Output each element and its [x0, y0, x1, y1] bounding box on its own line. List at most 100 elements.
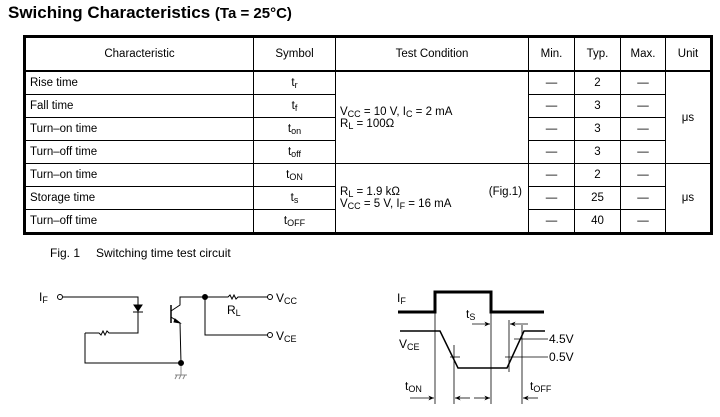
symbol-cell: tf [253, 94, 336, 118]
if-label: IF [39, 290, 48, 305]
cond-text: R [340, 186, 349, 198]
characteristic-cell: Turn–off time [24, 209, 254, 234]
table-header-row: Characteristic Symbol Test Condition Min… [24, 36, 712, 72]
max-cell: — [620, 94, 666, 118]
symbol-base: t [287, 146, 292, 158]
min-cell: — [528, 70, 575, 95]
wire [204, 297, 268, 336]
cond-text: = 5 V, I [360, 198, 400, 210]
cond-sub: CC [347, 201, 361, 211]
characteristic-cell: Fall time [24, 94, 254, 118]
rl-label: RL [227, 303, 241, 318]
header-symbol: Symbol [253, 36, 336, 72]
figure-reference: (Fig.1) [488, 186, 522, 198]
typ-cell: 40 [574, 209, 621, 234]
switching-characteristics-table: Characteristic Symbol Test Condition Min… [23, 35, 713, 235]
test-condition-group1: VCC = 10 V, IC = 2 mA RL = 100Ω [335, 70, 529, 164]
vce-label: VCE [276, 329, 297, 344]
vce-waveform [400, 330, 545, 369]
cond-text: = 1.9 kΩ [353, 186, 400, 198]
table-row: Turn–on time ton — 3 — [24, 117, 712, 141]
vcc-label: VCC [276, 291, 298, 306]
vce-terminal-icon [267, 332, 273, 338]
cond-text: V [340, 105, 348, 118]
min-cell: — [528, 186, 575, 210]
level-low-label: 0.5V [549, 350, 574, 364]
typ-cell: 3 [574, 94, 621, 118]
symbol-cell: ton [253, 117, 336, 141]
test-circuit [57, 293, 273, 380]
cond-text: = 2 mA [412, 105, 453, 118]
characteristic-cell: Turn–on time [24, 163, 254, 187]
symbol-cell: ts [253, 186, 336, 210]
max-cell: — [620, 70, 666, 95]
input-terminal-icon [57, 294, 63, 300]
max-cell: — [620, 163, 666, 187]
cond-text: = 16 mA [405, 198, 452, 210]
min-cell: — [528, 209, 575, 234]
waveform-labels: IF VCE tS 4.5V 0.5V tON tOFF [397, 291, 574, 394]
symbol-base: t [287, 123, 292, 135]
header-unit: Unit [665, 36, 712, 72]
cond-text: R [340, 117, 349, 130]
cond-sub: CC [347, 108, 361, 119]
unit-cell: μs [665, 70, 712, 164]
table-row: Turn–off time toff — 3 — [24, 140, 712, 164]
max-cell: — [620, 209, 666, 234]
typ-cell: 25 [574, 186, 621, 210]
header-test-condition: Test Condition [335, 36, 529, 72]
cond-text: = 100Ω [353, 117, 395, 130]
cond-sub: F [399, 201, 406, 211]
ton-label: tON [405, 379, 422, 394]
header-max: Max. [620, 36, 666, 72]
symbol-subscript: f [294, 103, 298, 113]
phototransistor-icon [170, 296, 205, 364]
cond-sub: L [348, 189, 354, 199]
vcc-terminal-icon [267, 294, 273, 300]
section-condition: (Ta = 25°C) [214, 5, 292, 22]
header-characteristic: Characteristic [24, 36, 254, 72]
timing-waveforms [398, 290, 548, 404]
vce-wave-label: VCE [399, 337, 420, 352]
symbol-cell: toff [253, 140, 336, 164]
cond-sub: L [348, 120, 354, 131]
table-row: Turn–on time tON RL = 1.9 kΩ (Fig.1) VCC… [24, 163, 712, 234]
led-diode-icon [133, 304, 143, 313]
symbol-cell: tr [253, 70, 336, 95]
characteristic-cell: Rise time [24, 70, 254, 95]
level-high-label: 4.5V [549, 332, 574, 346]
characteristic-cell: Turn–off time [24, 140, 254, 164]
table-row: Storage time ts — 25 — [24, 186, 712, 210]
header-min: Min. [528, 36, 575, 72]
symbol-base: t [291, 100, 295, 112]
characteristic-cell: Turn–on time [24, 117, 254, 141]
symbol-subscript: OFF [287, 218, 306, 228]
ground-icon [174, 366, 187, 380]
typ-cell: 3 [574, 117, 621, 141]
circuit-labels: IF VCC VCE RL [39, 290, 298, 344]
symbol-subscript: r [294, 80, 298, 90]
unit-cell: μs [665, 163, 712, 234]
max-cell: — [620, 117, 666, 141]
symbol-base: t [283, 215, 288, 227]
if-waveform [398, 290, 544, 314]
max-cell: — [620, 186, 666, 210]
symbol-subscript: off [291, 149, 302, 159]
figure-caption-text: Switching time test circuit [96, 246, 231, 260]
figure-1-diagram: IF VCC VCE RL IF VCE tS 4.5V 0.5V tON tO… [39, 290, 574, 404]
symbol-subscript: on [291, 126, 302, 136]
cond-line: RL = 1.9 kΩ [340, 186, 400, 199]
wire [63, 296, 139, 334]
symbol-base: t [290, 192, 294, 204]
test-condition-group2: RL = 1.9 kΩ (Fig.1) VCC = 5 V, IF = 16 m… [335, 163, 529, 234]
symbol-cell: tON [253, 163, 336, 187]
toff-label: tOFF [530, 379, 552, 394]
header-typ: Typ. [574, 36, 621, 72]
if-wave-label: IF [397, 291, 406, 306]
min-cell: — [528, 163, 575, 187]
resistor-icon [85, 329, 120, 337]
symbol-cell: tOFF [253, 209, 336, 234]
min-cell: — [528, 94, 575, 118]
wire [84, 333, 181, 364]
section-title: Swiching Characteristics (Ta = 25°C) [8, 3, 292, 23]
